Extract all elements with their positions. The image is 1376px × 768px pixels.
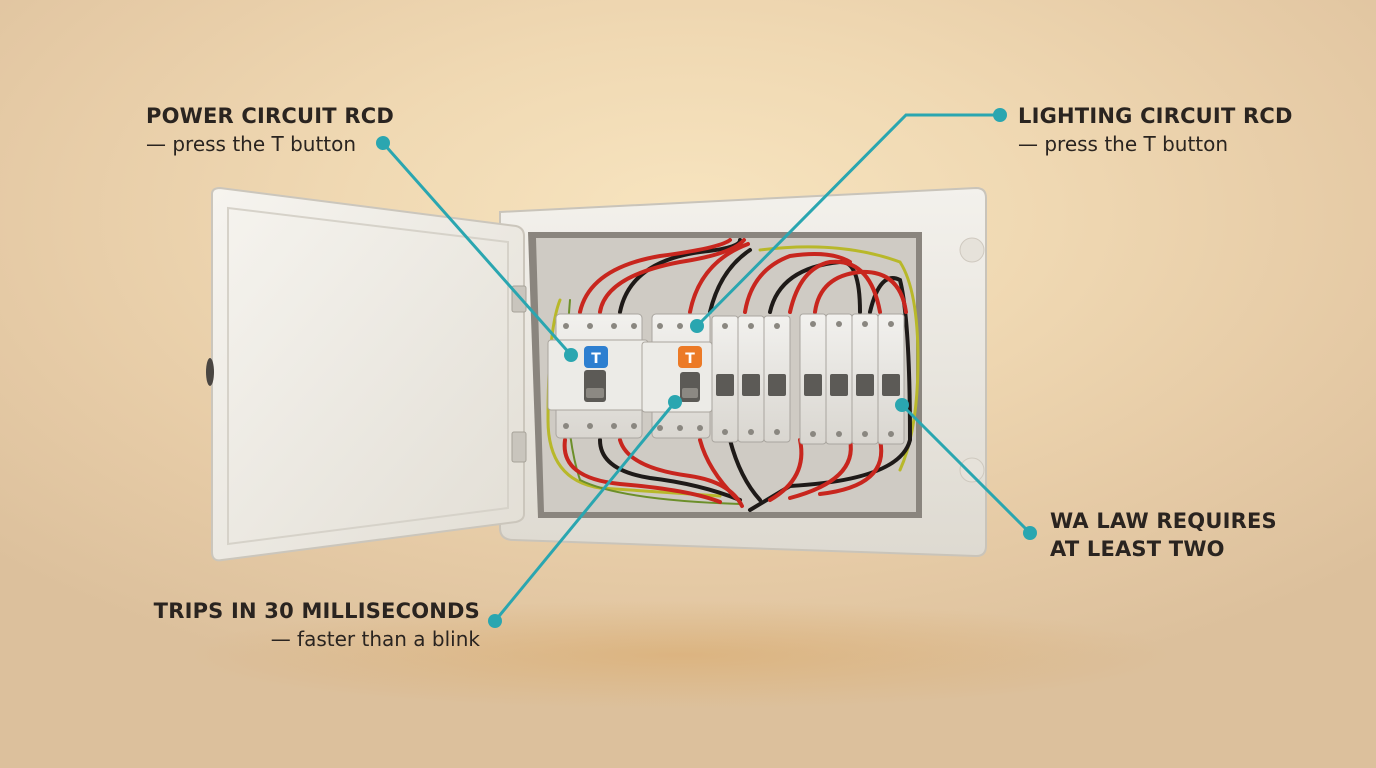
breaker-toggle[interactable] <box>804 374 822 396</box>
breaker-toggle[interactable] <box>882 374 900 396</box>
callout-wa-law-line2: AT LEAST TWO <box>1050 537 1225 561</box>
lighting-rcd-test-button-label: T <box>685 351 695 367</box>
power-rcd-test-button-label: T <box>591 351 601 367</box>
power-rcd <box>547 313 649 439</box>
circuit-breaker <box>851 313 879 445</box>
breaker-toggle[interactable] <box>856 374 874 396</box>
power-rcd-test-button[interactable]: T <box>584 346 608 368</box>
callout-power-rcd: POWER CIRCUIT RCD — press the T button <box>146 102 394 158</box>
circuit-breakers-group-1 <box>711 315 791 443</box>
circuit-breaker <box>711 315 739 443</box>
knockout-top <box>959 237 985 263</box>
lighting-rcd-test-button[interactable]: T <box>678 346 702 368</box>
lighting-rcd <box>641 313 713 439</box>
callout-line-wa-law <box>895 398 1037 540</box>
breaker-toggle[interactable] <box>768 374 786 396</box>
callout-trip-time: TRIPS IN 30 MILLISECONDS — faster than a… <box>154 597 480 653</box>
door-hinge-bottom <box>511 431 527 463</box>
callout-power-subtitle: — press the T button <box>146 132 357 156</box>
callout-line-power <box>376 136 578 362</box>
callout-trips-subtitle: — faster than a blink <box>270 627 480 651</box>
circuit-breakers-group-2 <box>799 313 905 445</box>
callout-power-title: POWER CIRCUIT RCD <box>146 104 394 128</box>
circuit-breaker <box>825 313 853 445</box>
circuit-breaker <box>877 313 905 445</box>
breaker-toggle[interactable] <box>830 374 848 396</box>
callout-wa-law: WA LAW REQUIRES AT LEAST TWO <box>1050 507 1277 563</box>
callout-lighting-subtitle: — press the T button <box>1018 132 1229 156</box>
door-latch[interactable] <box>206 358 214 386</box>
enclosure-door[interactable] <box>206 186 527 562</box>
breaker-toggle[interactable] <box>716 374 734 396</box>
knockout-bottom <box>959 457 985 483</box>
circuit-breaker <box>763 315 791 443</box>
wiring <box>546 238 920 512</box>
circuit-breaker <box>799 313 827 445</box>
callout-trips-title: TRIPS IN 30 MILLISECONDS <box>153 599 480 623</box>
circuit-breaker <box>737 315 765 443</box>
callout-line-lighting <box>690 108 1007 333</box>
callout-lighting-title: LIGHTING CIRCUIT RCD <box>1018 104 1293 128</box>
callout-wa-law-line1: WA LAW REQUIRES <box>1050 509 1277 533</box>
breaker-toggle[interactable] <box>742 374 760 396</box>
callout-lighting-rcd: LIGHTING CIRCUIT RCD — press the T butto… <box>1018 102 1293 158</box>
callout-lines <box>376 108 1037 628</box>
callout-line-trips <box>488 395 682 628</box>
